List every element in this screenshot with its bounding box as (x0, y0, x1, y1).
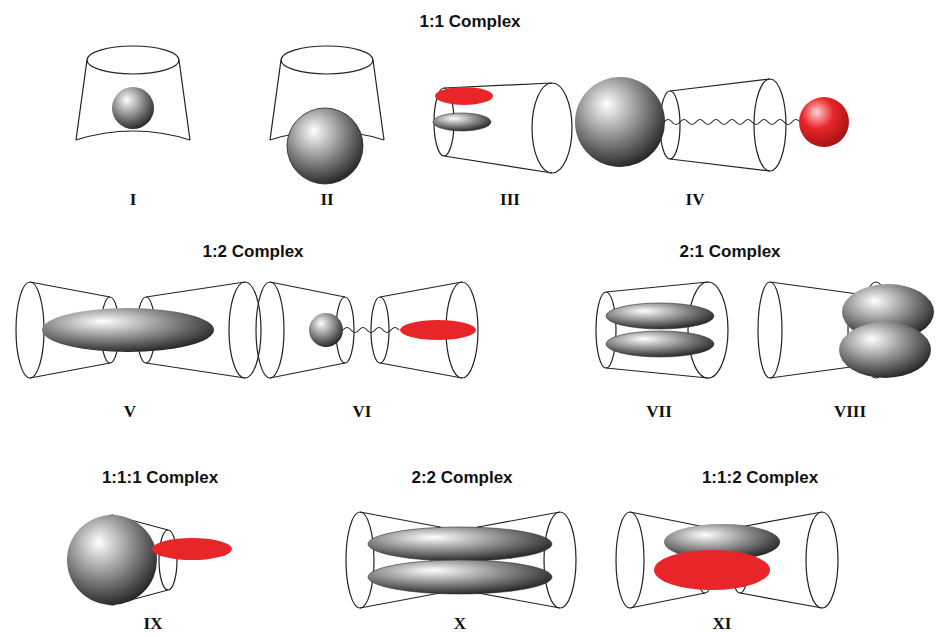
complex-number: X (454, 614, 466, 634)
complex-number: IX (144, 614, 163, 634)
complex-number: II (320, 190, 333, 210)
complex-number: VII (646, 402, 672, 422)
complex-number: VI (353, 402, 372, 422)
complex-number: III (500, 190, 520, 210)
group-heading: 2:1 Complex (679, 242, 780, 262)
complex-number: I (130, 190, 137, 210)
group-heading: 2:2 Complex (411, 468, 512, 488)
group-heading: 1:1:2 Complex (702, 468, 818, 488)
complex-number: IV (686, 190, 705, 210)
complex-number: XI (713, 614, 732, 634)
group-heading: 1:1:1 Complex (102, 468, 218, 488)
group-heading: 1:2 Complex (202, 242, 303, 262)
group-heading: 1:1 Complex (419, 12, 520, 32)
complex-number: VIII (834, 402, 866, 422)
complex-number: V (124, 402, 136, 422)
